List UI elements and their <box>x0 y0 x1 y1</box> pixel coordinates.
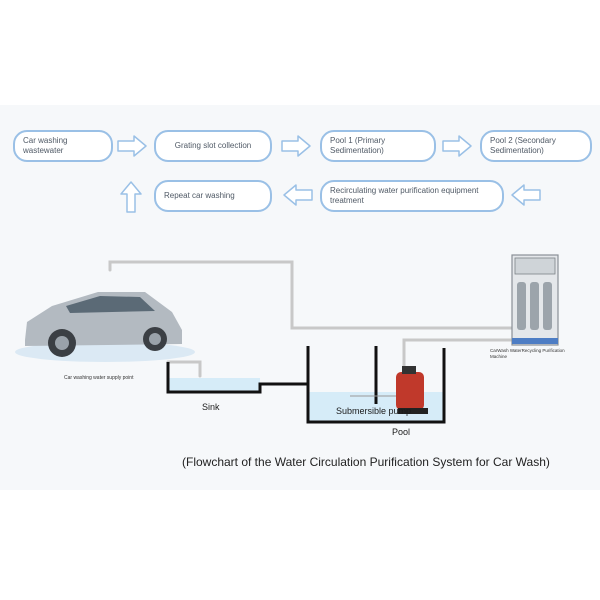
label-supply-point: Car washing water supply point <box>64 375 134 381</box>
box-repeat: Repeat car washing <box>154 180 272 212</box>
caption: (Flowchart of the Water Circulation Puri… <box>182 455 550 469</box>
sink-water <box>168 378 260 392</box>
box-pool2-text: Pool 2 (Secondary Sedimentation) <box>490 136 556 155</box>
submersible-pump-icon <box>396 366 428 414</box>
label-pool: Pool <box>392 427 411 437</box>
box-recirc-text: Recirculating water purification equipme… <box>330 186 479 205</box>
arrow-right-2 <box>281 135 311 157</box>
arrow-up-1 <box>120 181 142 213</box>
box-pool1-text: Pool 1 (Primary Sedimentation) <box>330 136 386 155</box>
box-wastewater: Car washing wastewater <box>13 130 113 162</box>
box-recirc: Recirculating water purification equipme… <box>320 180 504 212</box>
car-icon <box>15 292 195 362</box>
arrow-left-1 <box>511 184 541 206</box>
label-sink: Sink <box>202 402 220 412</box>
arrow-right-3 <box>442 135 472 157</box>
supply-pipe <box>166 360 202 378</box>
box-pool1: Pool 1 (Primary Sedimentation) <box>320 130 436 162</box>
box-grating-text: Grating slot collection <box>174 141 252 150</box>
label-machine: CarWash WaterRecycling Purification Mach… <box>490 348 565 359</box>
tank-outline <box>166 348 446 424</box>
arrow-right-1 <box>117 135 147 157</box>
box-wastewater-text: Car washing wastewater <box>23 136 68 155</box>
box-repeat-text: Repeat car washing <box>164 191 235 200</box>
return-pipe <box>108 260 517 330</box>
box-pool2: Pool 2 (Secondary Sedimentation) <box>480 130 592 162</box>
arrow-left-2 <box>283 184 313 206</box>
purification-machine-icon <box>511 254 559 346</box>
box-grating: Grating slot collection <box>154 130 272 162</box>
label-pump: Submersible pump <box>336 406 412 416</box>
